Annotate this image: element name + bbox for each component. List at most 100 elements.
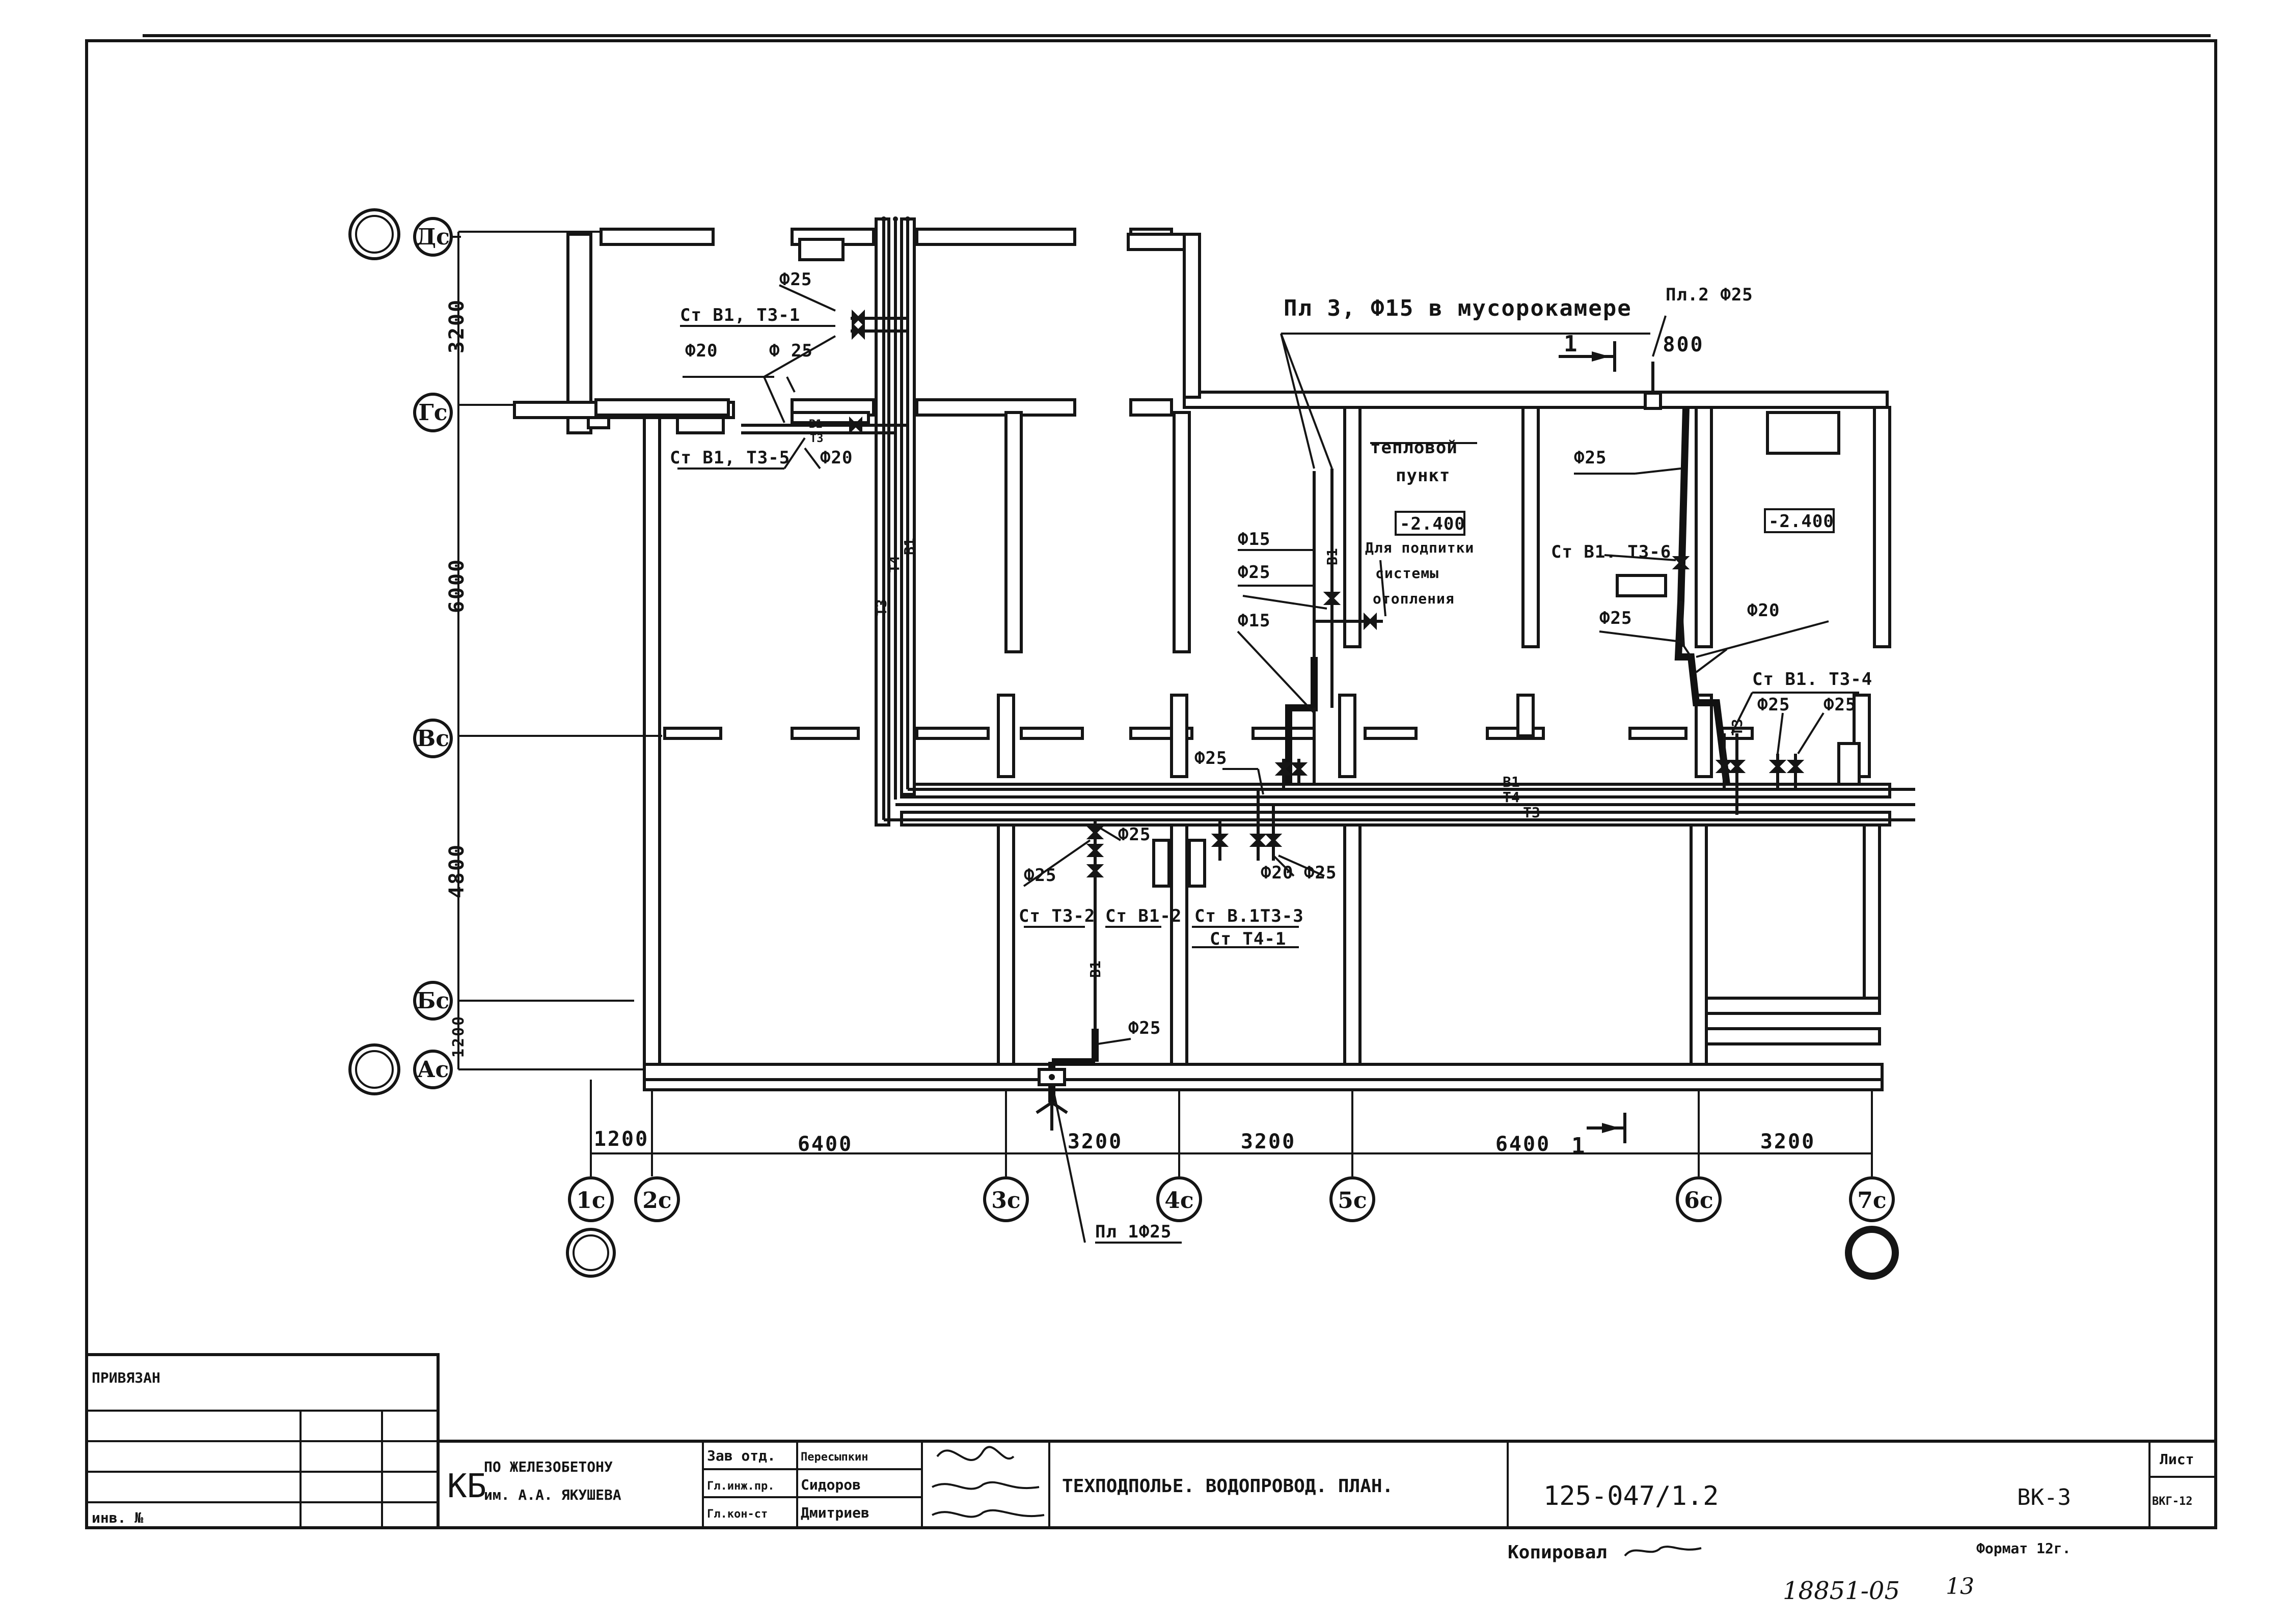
pipe-label-t4-main: Т4 [1503, 789, 1520, 806]
dim-bottom-3200a: 3200 [1068, 1130, 1123, 1153]
axis-bubble-Вс: Вс [413, 719, 453, 758]
title-list-value: ВКГ-12 [2152, 1495, 2192, 1508]
callout-st-b1-t3-5: Ст В1, Т3-5 [670, 448, 790, 468]
dim-bottom-3200c: 3200 [1760, 1130, 1815, 1153]
callout-d25-b: Ф 25 [769, 341, 813, 361]
axis-label-Бс: Бс [417, 988, 449, 1014]
callout-d25-h: Ф25 [1194, 748, 1227, 768]
callout-leaders [677, 284, 1859, 1244]
svg-text:1: 1 [1564, 331, 1579, 357]
footer-kopiroval: Копировал [1508, 1542, 1607, 1563]
axis-bubble-6с: 6с [1676, 1176, 1722, 1222]
title-org-line1: ПО ЖЕЛЕЗОБЕТОНУ [484, 1458, 613, 1475]
axis-bubble-1с: 1с [566, 1176, 616, 1278]
axis-label-7с: 7с [1857, 1188, 1886, 1214]
room-label-heat-point-2: пункт [1396, 465, 1450, 486]
pipe-label-t4: Т4 [886, 556, 903, 573]
section-mark-top: 1 [1559, 331, 1616, 372]
title-role-1: Зав отд. [707, 1447, 776, 1464]
callout-d25-d: Ф25 [1574, 448, 1607, 468]
axis-label-5с: 5с [1338, 1188, 1367, 1214]
axis-label-1с: 1с [576, 1188, 605, 1214]
axis-bubble-Бс: Бс [413, 981, 453, 1021]
callout-d25-a: Ф25 [779, 269, 812, 290]
title-name-1: Пересыпкин [801, 1451, 868, 1464]
callout-d15-b: Ф15 [1238, 611, 1270, 631]
dim-bottom-6400b: 6400 [1495, 1133, 1550, 1156]
callout-d20-c: Ф20 [1747, 600, 1780, 621]
title-role-3: Гл.кон-ст [707, 1508, 768, 1521]
callout-st-b1-t3-1: Ст В1, Т3-1 [680, 305, 800, 325]
pipe-label-b1: В1 [901, 538, 918, 555]
valve-symbols [849, 309, 1805, 877]
title-role-2: Гл.инж.пр. [707, 1480, 774, 1493]
axis-label-3с: 3с [991, 1188, 1020, 1214]
title-name-3: Дмитриев [801, 1504, 869, 1521]
pipe-labels: Т3 Т4 В1 В1 Т4 Т3 В1 Т3 В1 В1 Т3 [809, 418, 1746, 978]
pipe-label-b1-small: В1 [809, 418, 823, 431]
axis-bubble-7с: 7с [1845, 1176, 1899, 1280]
callout-d25-c: Ф25 [1238, 562, 1270, 583]
axis-bubble-Гс: Гс [413, 393, 453, 432]
callout-st-t3-2: Ст Т3-2 [1019, 906, 1095, 926]
axis-bubble-Дс: Дс [348, 208, 461, 260]
title-privyazan: ПРИВЯЗАН [92, 1369, 160, 1386]
title-name-2: Сидоров [801, 1476, 861, 1493]
footer-number: 18851-05 [1783, 1577, 1900, 1605]
dim-left-6000: 6000 [445, 558, 469, 613]
title-sheet-title: ТЕХПОДПОЛЬЕ. ВОДОПРОВОД. ПЛАН. [1062, 1476, 1393, 1497]
axis-label-Ас: Ас [417, 1057, 449, 1083]
level-mark-1: -2.400 [1400, 514, 1465, 534]
section-mark-bottom: 1 [1571, 1113, 1626, 1159]
callout-d15-a: Ф15 [1238, 529, 1270, 549]
dimensions-bottom: 1200 6400 3200 3200 6400 3200 800 [594, 333, 1815, 1156]
title-block: ПРИВЯЗАН инв. № КБ ПО ЖЕЛЕЗОБЕТОНУ им. А… [85, 1353, 2216, 1529]
pipe-label-b1-main: В1 [1503, 774, 1520, 790]
dim-left-1200: 1200 [450, 1015, 468, 1058]
callout-d25-f: Ф25 [1757, 695, 1790, 715]
axis-label-6с: 6с [1684, 1188, 1713, 1214]
callout-d25-j: Ф25 [1024, 865, 1056, 886]
note-feed-2: системы [1375, 565, 1439, 582]
callout-st-b1-2: Ст В1-2 [1105, 906, 1182, 926]
callout-d25-e: Ф25 [1599, 608, 1632, 628]
axis-bubble-4с: 4с [1156, 1176, 1202, 1222]
dim-left-4800: 4800 [445, 843, 469, 898]
callout-d20-d: Ф20 [1261, 863, 1293, 883]
pipe-label-t3: Т3 [873, 599, 890, 616]
callout-st-b1-t3-4: Ст В1. Т3-4 [1752, 669, 1872, 690]
axis-label-Дс: Дс [416, 224, 450, 250]
axis-label-4с: 4с [1164, 1188, 1193, 1214]
axis-bubble-5с: 5с [1329, 1176, 1375, 1222]
level-mark-2: -2.400 [1768, 511, 1834, 532]
room-right: -2.400 [1764, 508, 1835, 533]
callout-pl3: Пл 3, Ф15 в мусорокамере [1284, 295, 1632, 321]
footer-page: 13 [1946, 1574, 1974, 1600]
callout-d25-k: Ф25 [1304, 863, 1337, 883]
dim-bottom-1200: 1200 [594, 1127, 649, 1151]
note-feed-3: отопления [1373, 590, 1455, 607]
axis-bubble-Ас: Ас [348, 1043, 453, 1095]
building-walls [513, 217, 1891, 1091]
axis-label-Гс: Гс [418, 400, 447, 426]
axis-grid-lines [457, 231, 1873, 1176]
axis-label-Вс: Вс [417, 726, 449, 752]
callout-d20-a: Ф20 [685, 341, 718, 361]
title-org-kb: КБ [447, 1468, 486, 1505]
callout-d25-l: Ф25 [1128, 1018, 1161, 1038]
room-heat-point: тепловой пункт -2.400 Для подпитки систе… [1365, 437, 1477, 607]
title-sheet-code: ВК-3 [2017, 1484, 2071, 1510]
callout-pl2: Пл.2 Ф25 [1666, 285, 1753, 305]
callout-labels: Ф25 Ст В1, Т3-1 Ф20 Ф 25 Ст В1, Т3-5 Ф20… [670, 269, 1872, 1242]
dimensions-left: 3200 6000 4800 1200 [445, 298, 469, 1058]
title-project-code: 125-047/1.2 [1543, 1481, 1719, 1511]
svg-text:1: 1 [1571, 1133, 1586, 1159]
pipe-label-t3-small: Т3 [810, 432, 824, 445]
callout-d20-b: Ф20 [820, 448, 853, 468]
dim-left-3200: 3200 [445, 298, 469, 353]
axis-bubble-3с: 3с [983, 1176, 1029, 1222]
axis-bubble-2с: 2с [634, 1176, 680, 1222]
title-list-label: Лист [2160, 1451, 2194, 1468]
pipe-label-b1-riser: В1 [1087, 960, 1104, 978]
